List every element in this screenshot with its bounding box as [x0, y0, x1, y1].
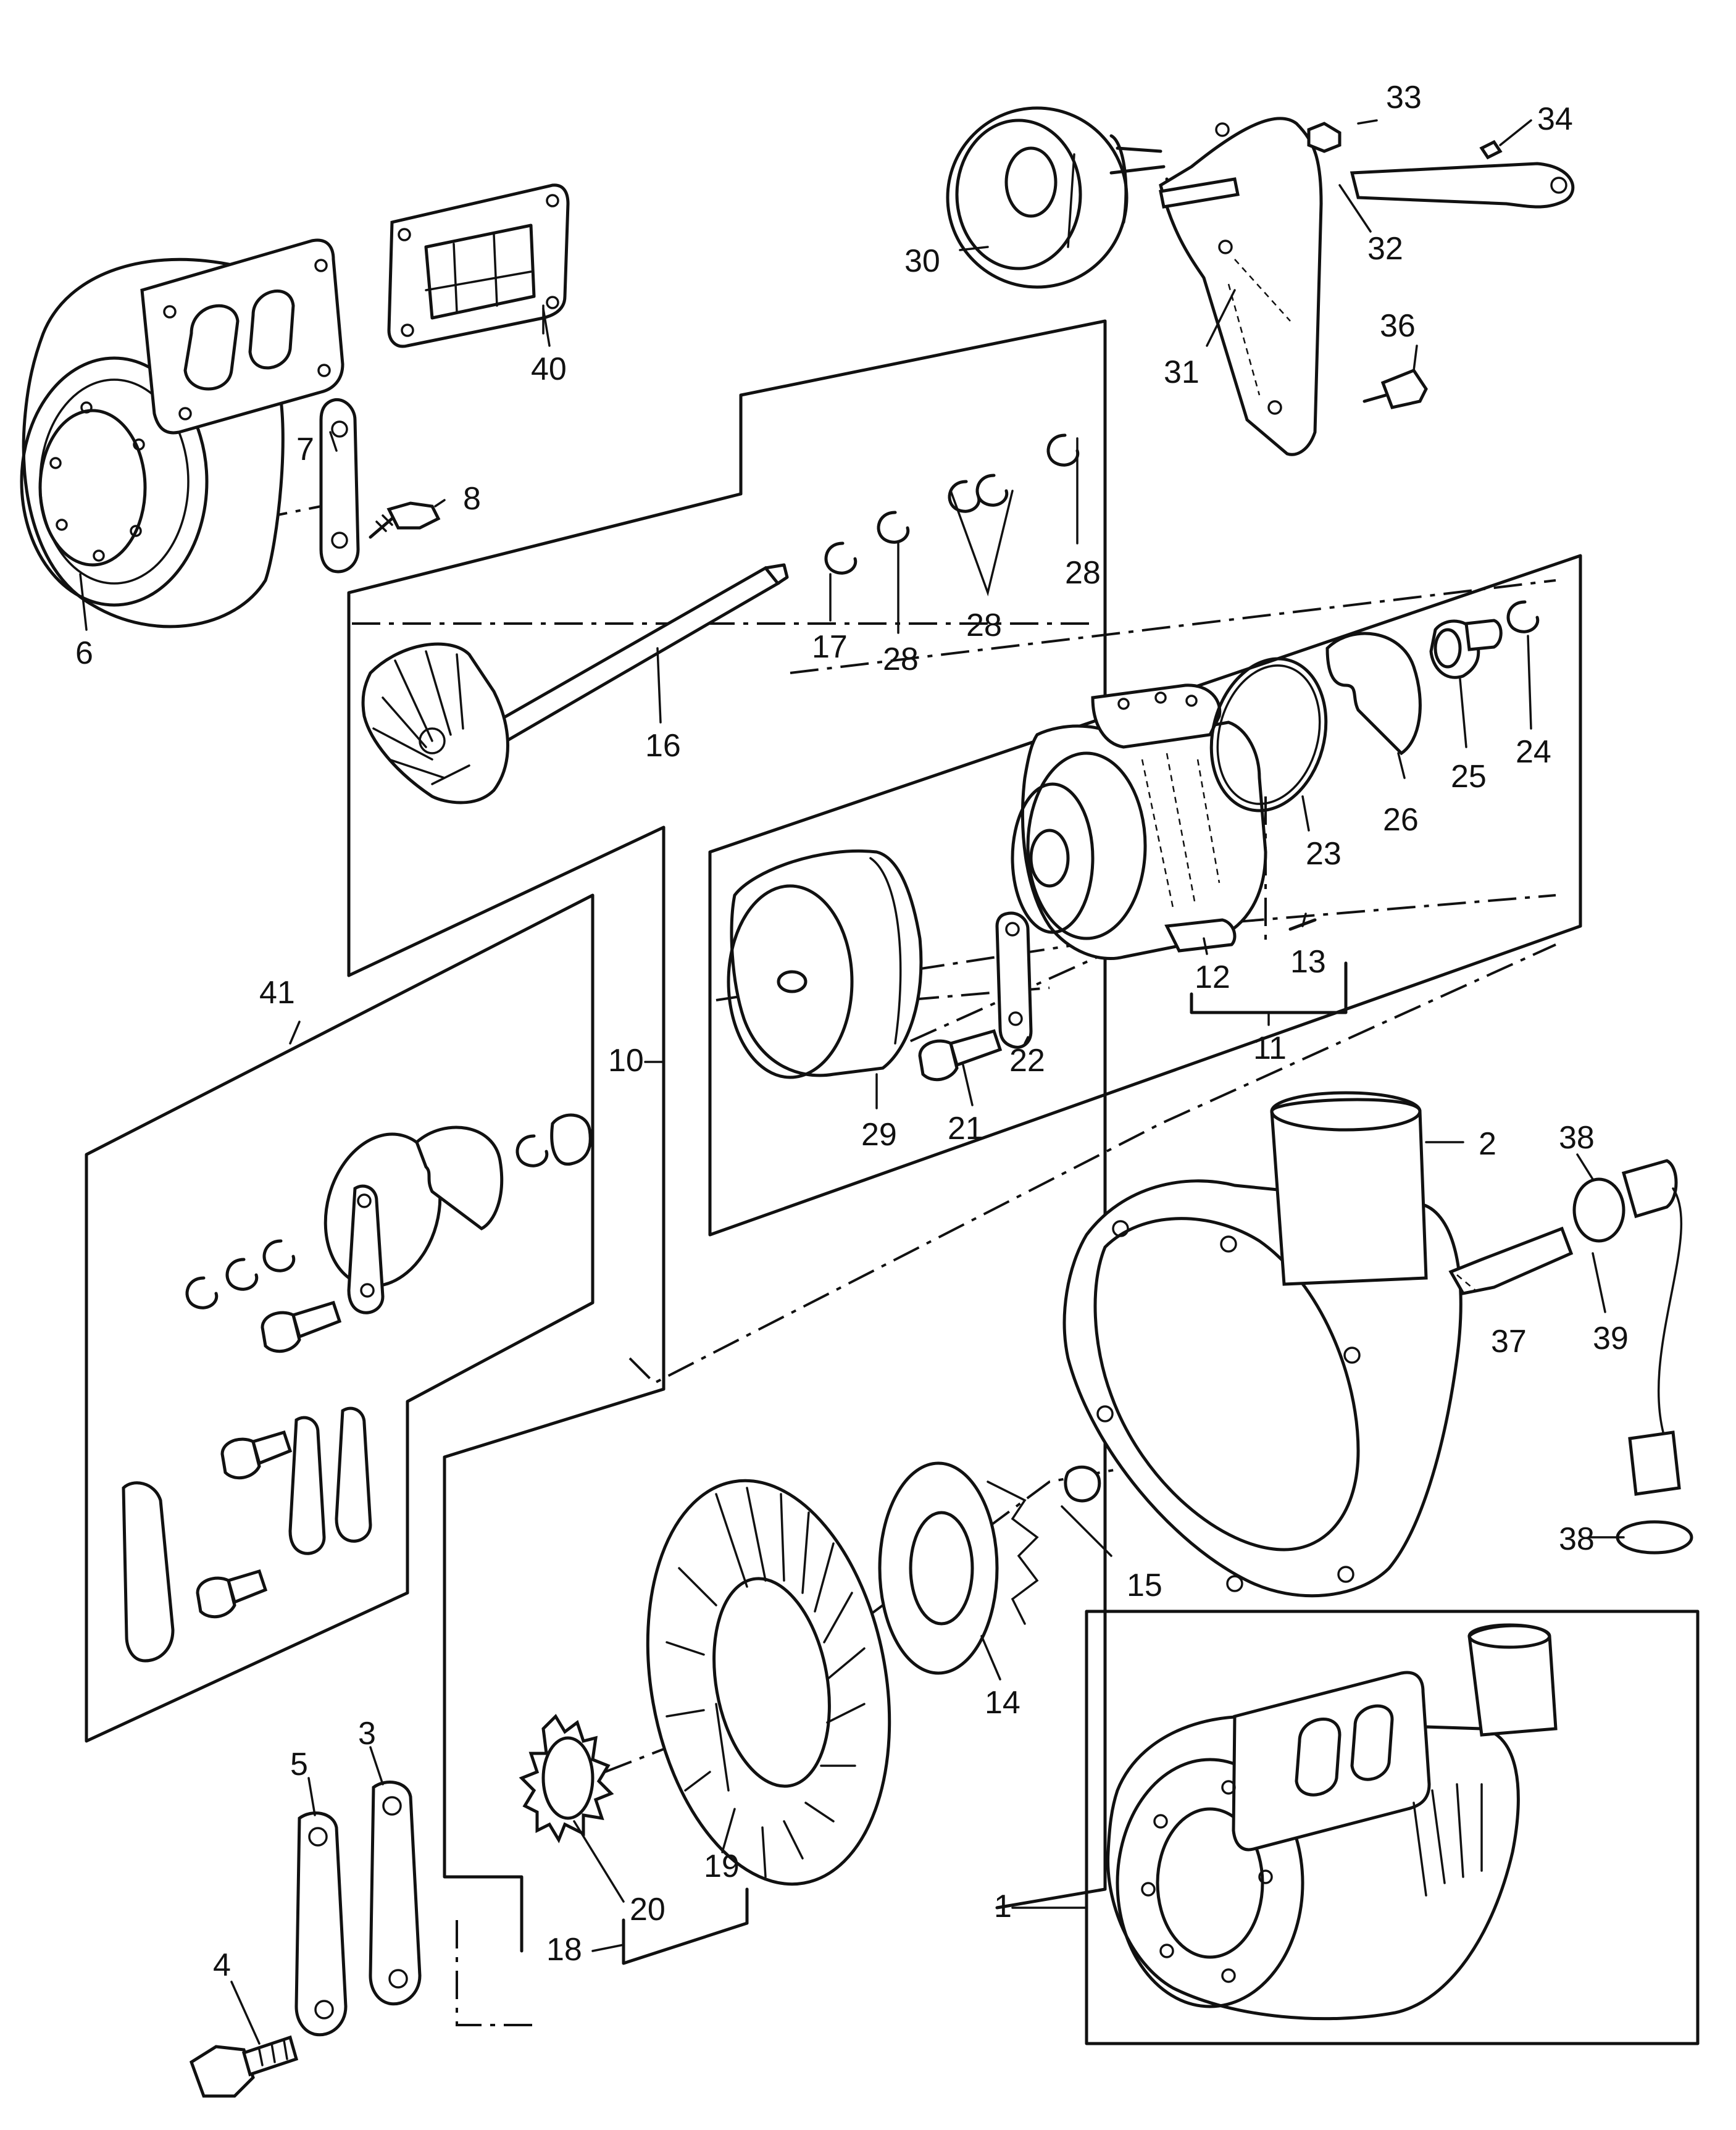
label-part-18: 18 — [546, 1932, 582, 1968]
label-part-7: 7 — [296, 432, 314, 467]
label-part-5: 5 — [290, 1747, 308, 1782]
compressor-wheel-14 — [878, 1461, 1039, 1675]
label-part-41: 41 — [259, 975, 295, 1011]
thrust-collar-25 — [1429, 619, 1503, 679]
label-part-14: 14 — [985, 1685, 1020, 1721]
label-part-28b: 28 — [966, 608, 1002, 643]
lock-plate-7 — [319, 398, 360, 574]
label-part-1: 1 — [994, 1889, 1012, 1924]
turbine-shaft-16 — [361, 563, 789, 804]
label-part-26: 26 — [1383, 802, 1419, 838]
label-part-39: 39 — [1593, 1321, 1629, 1356]
label-part-8: 8 — [463, 481, 481, 517]
label-part-32: 32 — [1367, 231, 1403, 267]
hose-39 — [1621, 1159, 1683, 1496]
label-part-37: 37 — [1491, 1324, 1527, 1359]
diffuser-19 — [646, 1479, 891, 1886]
label-part-29: 29 — [861, 1117, 897, 1153]
label-part-12: 12 — [1195, 959, 1230, 995]
snap-ring-24 — [1506, 600, 1540, 633]
label-part-33: 33 — [1386, 80, 1422, 115]
turbine-housing-6 — [20, 238, 344, 629]
label-part-28c: 28 — [1065, 555, 1101, 591]
clamp-38-lower — [1616, 1520, 1693, 1555]
actuator-bracket-31 — [1159, 117, 1323, 456]
label-part-4: 4 — [213, 1947, 231, 1983]
label-part-10: 10 — [608, 1043, 644, 1079]
nut-15 — [1064, 1465, 1101, 1503]
label-part-24: 24 — [1516, 734, 1551, 770]
label-part-30: 30 — [904, 243, 940, 279]
center-housing-12 — [1011, 683, 1267, 961]
actuator-rod-32 — [1350, 162, 1575, 209]
clamp-38-upper — [1572, 1177, 1625, 1243]
label-part-40: 40 — [531, 351, 567, 387]
label-part-20: 20 — [630, 1892, 666, 1927]
o-ring-23 — [1209, 657, 1328, 812]
nut-33 — [1307, 122, 1342, 153]
bolt-8 — [369, 501, 441, 539]
label-part-2: 2 — [1479, 1126, 1496, 1162]
label-part-25: 25 — [1451, 759, 1487, 795]
kit-41-contents — [122, 1113, 592, 1663]
label-part-15: 15 — [1127, 1568, 1162, 1603]
label-part-11: 11 — [1253, 1030, 1287, 1066]
lock-plate-3 — [369, 1781, 422, 2006]
bolt-4 — [189, 2035, 299, 2098]
lock-plate-5 — [294, 1811, 348, 2037]
label-part-6: 6 — [75, 635, 93, 671]
bolt-21 — [918, 1029, 1003, 1082]
gear-20 — [519, 1713, 614, 1844]
part-labels: 1 2 3 4 5 6 7 8 10 11 12 13 14 15 16 17 … — [75, 80, 1629, 1983]
fitting-37 — [1448, 1226, 1574, 1295]
label-part-34: 34 — [1537, 101, 1573, 137]
snap-rings — [824, 433, 1080, 575]
label-part-21: 21 — [948, 1111, 983, 1146]
clip-34 — [1479, 140, 1503, 160]
compressor-backplate-29 — [727, 849, 923, 1079]
label-part-38a: 38 — [1559, 1120, 1595, 1156]
turbocharger-assembly-1 — [1106, 1623, 1558, 2021]
lock-plate-22 — [995, 911, 1033, 1049]
wastegate-actuator-30 — [946, 106, 1175, 289]
group-outlines — [85, 319, 1700, 2045]
label-part-38b: 38 — [1559, 1521, 1595, 1557]
label-part-17: 17 — [812, 629, 848, 665]
label-part-16: 16 — [645, 728, 681, 764]
label-part-19: 19 — [704, 1848, 740, 1884]
label-part-31: 31 — [1164, 354, 1200, 390]
compressor-housing-2 — [1062, 1091, 1463, 1598]
label-part-28a: 28 — [883, 641, 919, 677]
label-part-22: 22 — [1009, 1043, 1045, 1079]
label-part-36: 36 — [1380, 308, 1416, 344]
label-part-13: 13 — [1290, 944, 1326, 980]
gasket-40 — [387, 183, 570, 348]
label-part-23: 23 — [1306, 836, 1342, 872]
bolt-36 — [1363, 368, 1428, 409]
label-part-3: 3 — [358, 1716, 376, 1752]
leader-lines — [79, 119, 1625, 2045]
seal-plate-26 — [1325, 632, 1422, 756]
